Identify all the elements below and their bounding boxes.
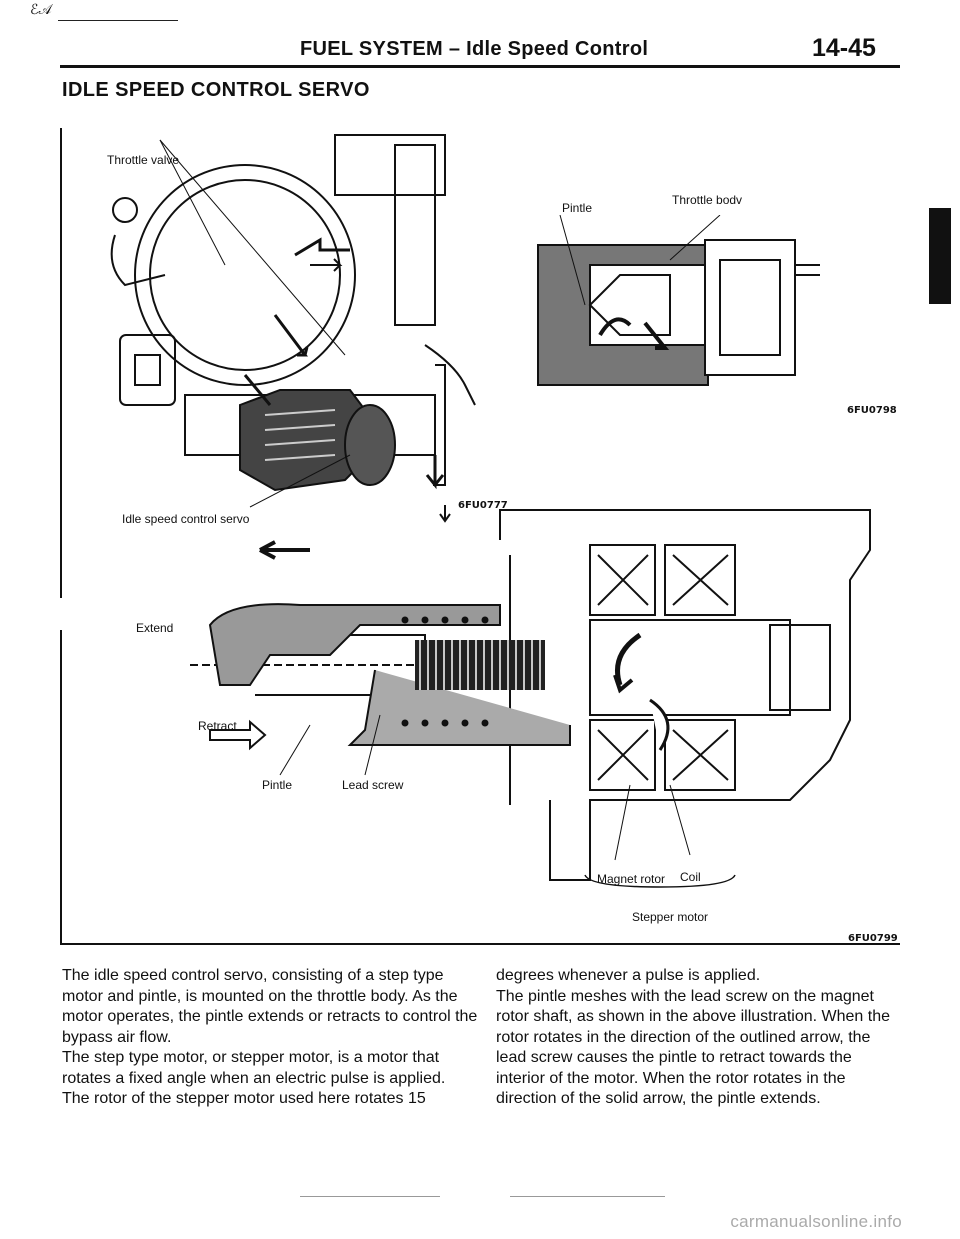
label-throttle-valve: Throttle valve <box>107 153 180 167</box>
header-subtitle: Idle Speed Control <box>466 38 649 60</box>
header-dash: – <box>448 38 461 60</box>
figure-frame-line-2 <box>60 630 62 945</box>
page-number: 14-45 <box>812 34 876 62</box>
figure-code-6fu0777: 6FU0777 <box>458 500 508 511</box>
label-pintle-top: Pintle <box>562 201 593 215</box>
label-extend: Extend <box>136 621 174 635</box>
footer-rule-right <box>510 1196 665 1197</box>
paragraph-left-1: The idle speed control servo, consisting… <box>62 967 478 1046</box>
header-system: FUEL SYSTEM <box>300 38 443 60</box>
footer-rule-left <box>300 1196 440 1197</box>
label-lead-screw: Lead screw <box>342 778 404 792</box>
section-title: IDLE SPEED CONTROL SERVO <box>62 79 370 101</box>
handwritten-rule <box>58 20 178 21</box>
body-text-left: The idle speed control servo, consisting… <box>62 966 480 1110</box>
label-coil: Coil <box>680 870 701 884</box>
body-text-right: degrees whenever a pulse is applied. The… <box>496 966 900 1110</box>
paragraph-right-2: The pintle meshes with the lead screw on… <box>496 987 890 1108</box>
label-retract: Retract <box>198 719 237 733</box>
watermark: carmanualsonline.info <box>730 1212 902 1231</box>
label-magnet-rotor: Magnet rotor <box>597 872 666 886</box>
label-stepper-motor: Stepper motor <box>632 910 709 924</box>
paragraph-left-3: The rotor of the stepper motor used here… <box>62 1090 426 1107</box>
header-rule <box>60 65 900 68</box>
figure-frame-line-1 <box>60 128 62 598</box>
label-idle-speed-control-servo: Idle speed control servo <box>122 512 250 526</box>
pintle-section-figure <box>537 215 820 386</box>
figure-code-6fu0799: 6FU0799 <box>848 933 898 944</box>
section-tab-marker <box>929 208 951 304</box>
paragraph-right-1: degrees whenever a pulse is applied. <box>496 967 761 984</box>
figure-bottom-rule <box>60 943 900 945</box>
label-pintle-bottom: Pintle <box>262 778 293 792</box>
figure-code-6fu0798: 6FU0798 <box>847 405 897 416</box>
stepper-motor-section-figure <box>190 509 871 888</box>
handwritten-mark: ℰ𝒜 <box>30 2 52 18</box>
throttle-body-figure <box>110 134 476 508</box>
down-arrow-icon <box>439 505 451 523</box>
paragraph-left-2: The step type motor, or stepper motor, i… <box>62 1049 446 1087</box>
page-header-title: FUEL SYSTEM – Idle Speed Control <box>300 38 648 61</box>
label-throttle-body: Throttle bodv <box>672 193 743 207</box>
